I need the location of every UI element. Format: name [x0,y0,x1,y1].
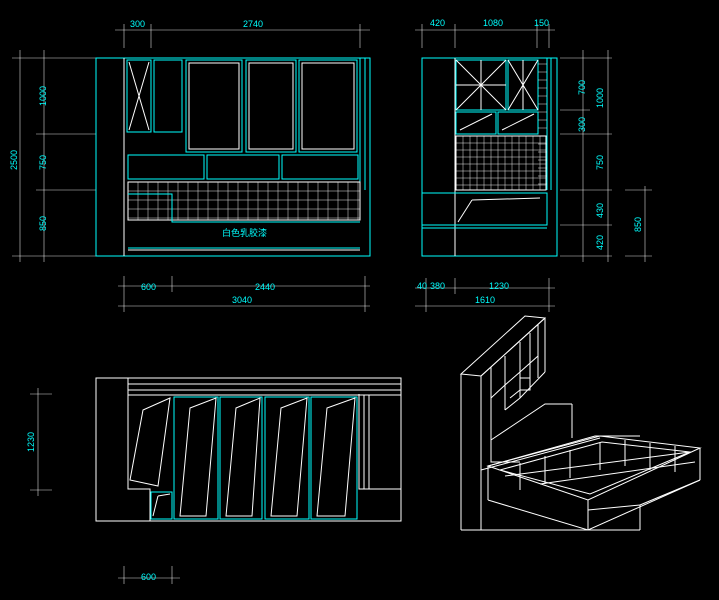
side-top-dimension: 420 1080 150 [415,18,555,48]
side-bench [421,192,548,229]
dim-side-right-420: 420 [595,235,605,250]
isometric-view [459,315,702,531]
dim-side-bottom-40: 40 [417,281,427,291]
dim-side-top-420: 420 [430,18,445,28]
dim-side-right-430: 430 [595,203,605,218]
dim-front-top-300: 300 [130,19,145,29]
iso-bench [480,403,640,471]
dim-side-right-850: 850 [633,217,643,232]
front-upper-cabinets [126,59,358,153]
side-outer-frame [421,57,558,257]
side-tile-wall [455,63,547,191]
front-wall-note: 白色乳胶漆 [222,227,267,238]
dim-side-right-1000: 1000 [595,88,605,108]
front-tile-backsplash [127,181,361,221]
side-bottom-dimension: 40 380 1230 1610 [415,278,555,312]
dim-side-bottom-1610: 1610 [475,295,495,305]
front-left-dimension: 2500 1000 750 850 [9,50,96,262]
front-bench: 白色乳胶漆 [128,193,360,251]
dim-plan-left-1230: 1230 [26,432,36,452]
plan-left-dimension: 1230 [26,388,52,496]
dim-front-bottom-600: 600 [141,282,156,292]
side-shelves [455,111,539,135]
plan-view: 1230 6 [26,377,402,584]
dim-side-bottom-380: 380 [430,281,445,291]
dim-side-right-750: 750 [595,155,605,170]
front-top-dimension: 300 2740 [115,19,370,48]
front-outer-frame [95,57,371,257]
dim-front-left-750: 750 [38,155,48,170]
plan-left-cabinet [129,397,171,487]
plan-outer-frame [95,377,402,522]
dim-plan-bottom-600: 600 [141,572,156,582]
dim-side-bottom-1230: 1230 [489,281,509,291]
dim-side-top-150: 150 [534,18,549,28]
iso-upper-shelves [490,333,546,440]
dim-front-left-1000: 1000 [38,86,48,106]
plan-bottom-dimension: 600 [118,566,180,584]
dim-front-top-2740: 2740 [243,19,263,29]
iso-drawer-tray [461,435,702,531]
side-elevation: 420 1080 150 [415,18,652,312]
dim-front-bottom-3040: 3040 [232,295,252,305]
dim-front-left-2500: 2500 [9,150,19,170]
dim-side-right-700: 700 [577,80,587,95]
plan-small-cabinet [150,491,173,520]
front-elevation: 300 2740 2500 1000 750 850 [9,19,371,312]
plan-cabinet-doors [173,396,358,520]
dim-front-left-850: 850 [38,216,48,231]
front-middle-drawers [127,154,359,180]
side-wine-rack [455,59,539,111]
dim-front-bottom-2440: 2440 [255,282,275,292]
dim-side-top-1080: 1080 [483,18,503,28]
front-bottom-dimension: 600 2440 3040 [118,276,370,312]
side-right-dimension: 700 1000 300 750 430 850 420 [560,50,652,262]
dim-side-right-300: 300 [577,117,587,132]
